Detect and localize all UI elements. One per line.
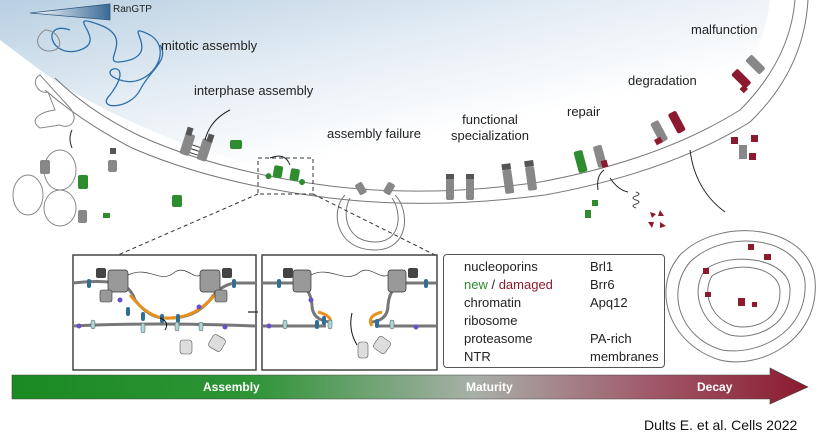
timeline-arrow [11, 367, 809, 405]
legend-apq12: Apq12 [590, 295, 628, 310]
legend-damaged: damaged [498, 277, 553, 292]
npc-repair [573, 144, 609, 173]
inset-1-illustration [72, 254, 257, 371]
legend-nucleoporins: nucleoporins [464, 259, 538, 274]
cytoplasmic-components [40, 140, 598, 223]
legend-membranes: membranes [590, 349, 659, 364]
npc-malfunction [731, 55, 765, 94]
timeline-decay: Decay [697, 380, 733, 394]
chromatin-illustration [51, 20, 164, 107]
npc-functional [446, 174, 474, 200]
npc-detached-damaged [731, 135, 758, 160]
npc-specialized [501, 159, 537, 194]
rangtp-gradient-wedge [29, 3, 111, 21]
proteasome-icon-scene [632, 191, 640, 209]
npc-degradation [650, 111, 686, 146]
legend: nucleoporins new / damaged chromatin rib… [443, 254, 665, 368]
citation: Dults E. et al. Cells 2022 [644, 417, 798, 433]
assembly-failure-bleb [336, 194, 406, 251]
label-functional: functional [462, 112, 518, 127]
legend-ribosome: ribosome [464, 313, 518, 328]
label-specialization: specialization [450, 128, 530, 143]
degraded-fragments [648, 210, 666, 228]
timeline-assembly: Assembly [203, 380, 260, 394]
inset-2-illustration [261, 254, 438, 371]
npc-interphase [179, 126, 215, 162]
label-assembly-failure: assembly failure [327, 126, 421, 141]
rangtp-label: RanGTP [113, 4, 152, 15]
legend-separator: / [487, 277, 499, 292]
legend-ntr: NTR [464, 349, 491, 364]
npc-assembly-new [265, 165, 306, 186]
mitotic-membrane-vesicles [12, 29, 77, 227]
label-interphase-assembly: interphase assembly [194, 83, 314, 98]
legend-brl1: Brl1 [590, 259, 614, 274]
zoom-region-box [257, 157, 314, 195]
npc-complexes [179, 55, 765, 200]
engulfed-npcs [703, 244, 771, 307]
process-arrows [69, 109, 726, 213]
npc-assembly-failure [355, 182, 395, 195]
legend-proteasome: proteasome [464, 331, 533, 346]
label-mitotic-assembly: mitotic assembly [161, 38, 258, 53]
label-malfunction: malfunction [691, 22, 758, 37]
label-degradation: degradation [628, 73, 697, 88]
nucleus-interior [0, 0, 770, 186]
legend-new: new [464, 277, 488, 292]
label-repair: repair [567, 104, 601, 119]
label-functional-specialization: functional specialization [436, 112, 544, 144]
legend-pa-rich: PA-rich [590, 331, 632, 346]
legend-new-damaged: new / damaged [464, 277, 553, 292]
legend-brr6: Brr6 [590, 277, 615, 292]
nuclear-envelope [44, 0, 809, 204]
nucleophagy-vesicle [665, 230, 816, 363]
legend-chromatin: chromatin [464, 295, 522, 310]
timeline-maturity: Maturity [466, 380, 513, 394]
